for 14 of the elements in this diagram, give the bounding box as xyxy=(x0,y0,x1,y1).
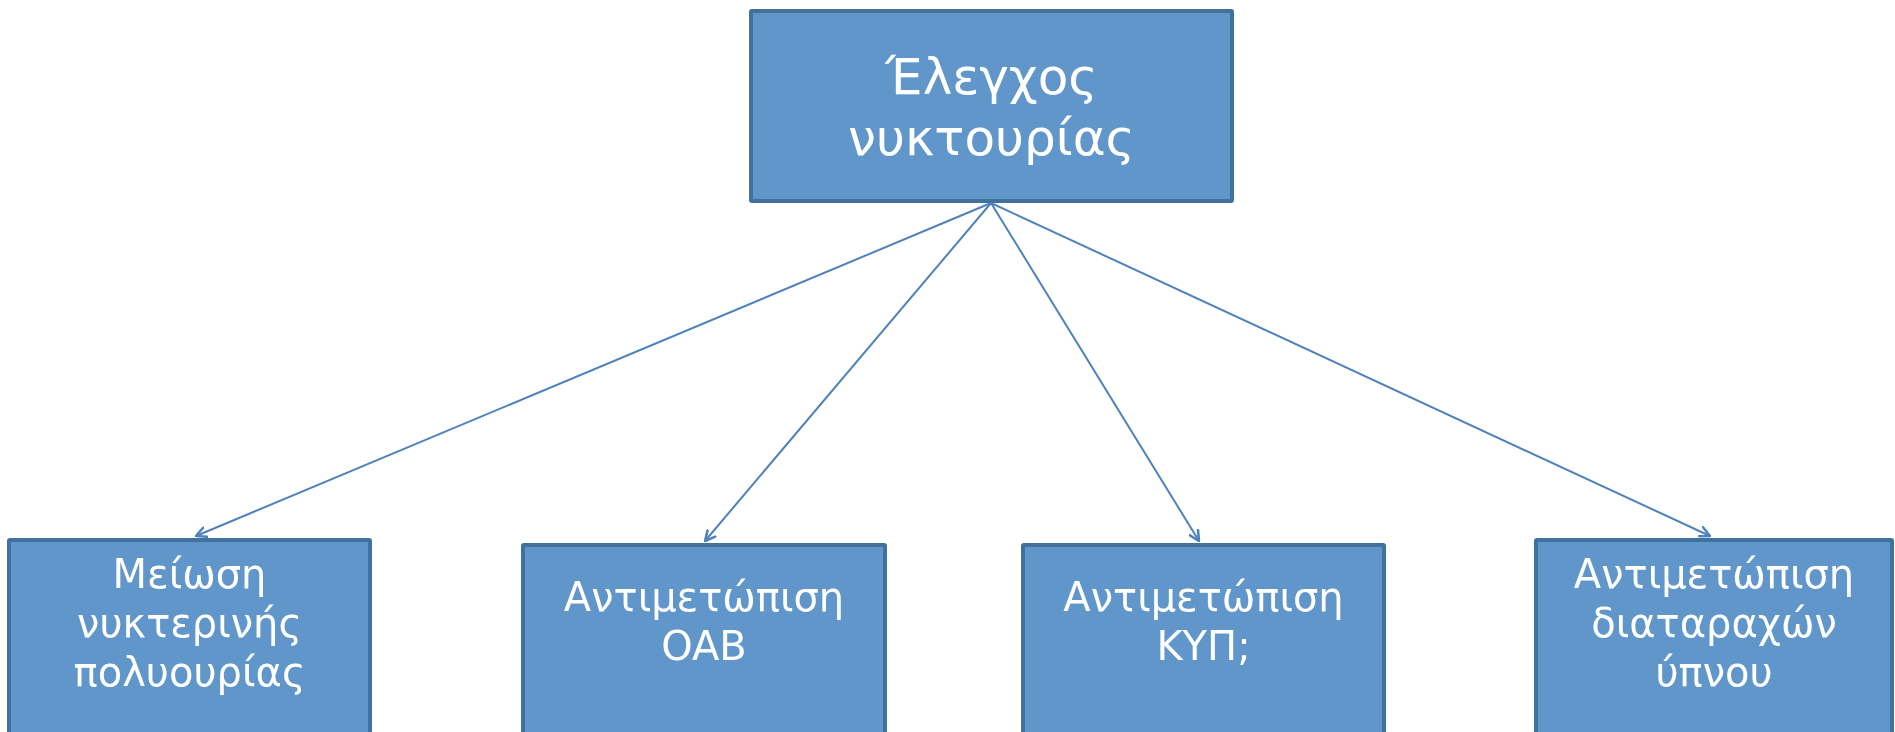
process-box xyxy=(1534,538,1894,732)
process-box xyxy=(7,538,372,732)
process-box xyxy=(521,543,887,732)
arrow xyxy=(990,202,1201,543)
process-box xyxy=(749,9,1234,203)
arrow xyxy=(703,202,992,543)
box-label: Έλεγχος νυκτουρίας xyxy=(847,47,1136,169)
box-label: Αντιμετώπιση ΚΥΠ; xyxy=(1062,573,1345,671)
box-label: Αντιμετώπιση διαταραχών ύπνου xyxy=(1572,550,1856,697)
box-label: Αντιμετώπιση OAB xyxy=(562,573,846,671)
box-label: Μείωση νυκτερινής πολυουρίας xyxy=(72,550,307,697)
arrow xyxy=(194,202,992,538)
arrow xyxy=(990,202,1712,538)
process-box xyxy=(1021,543,1386,732)
